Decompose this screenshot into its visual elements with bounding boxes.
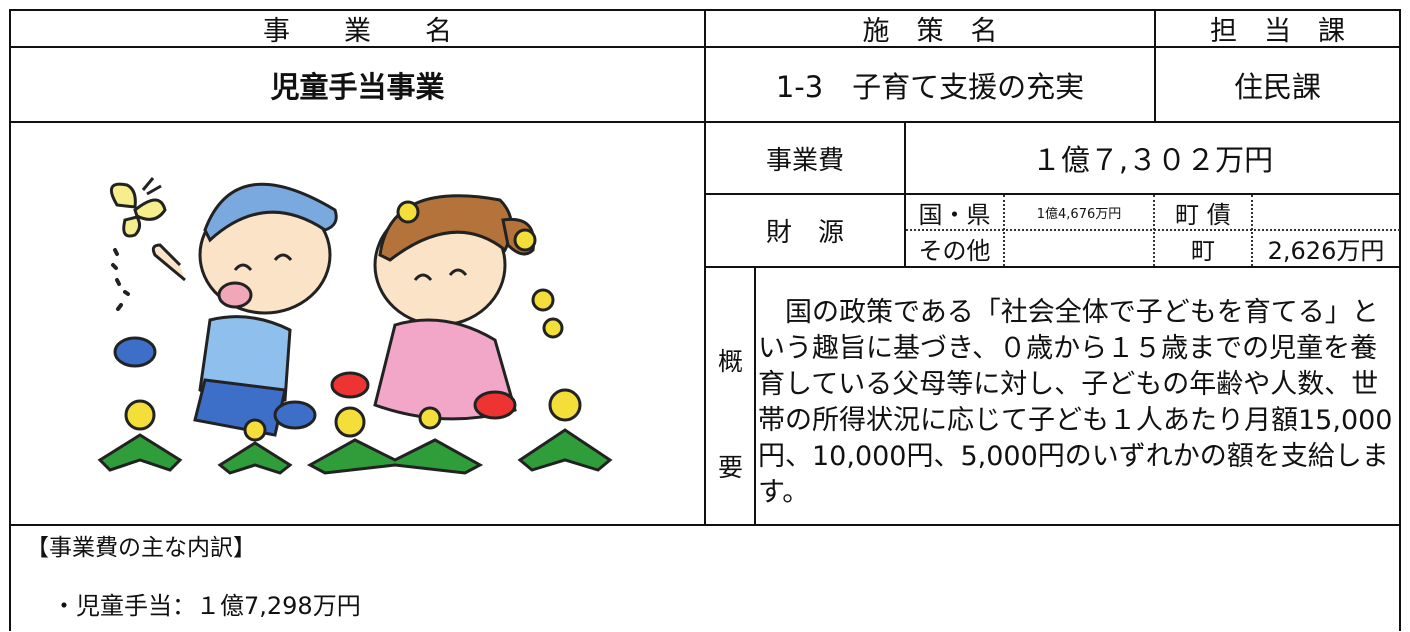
girl-figure bbox=[330, 194, 564, 421]
breakdown-item: ・児童手当：１億7,298万円 bbox=[52, 592, 361, 620]
sonota-value bbox=[1005, 231, 1153, 266]
cho-value: 2,626万円 bbox=[1267, 237, 1385, 265]
shisaku-name: 1-3 子育て支援の充実 bbox=[775, 69, 1085, 104]
cost-label: 事業費 bbox=[765, 145, 844, 176]
col-divider-main bbox=[704, 9, 706, 526]
col-divider-gaiyo bbox=[754, 266, 756, 526]
col-divider-cost bbox=[904, 121, 906, 268]
zaigen-dots-3 bbox=[1251, 195, 1253, 266]
chosai-value bbox=[1253, 196, 1399, 229]
children-illustration bbox=[95, 160, 625, 490]
flowers-row bbox=[97, 388, 613, 475]
rule-cost bbox=[704, 193, 1401, 195]
kuni-ken-value: 1億4,676万円 bbox=[1036, 207, 1122, 222]
header-tanto-label: 担 当 課 bbox=[1210, 16, 1345, 47]
col-divider-tanto bbox=[1154, 9, 1156, 123]
gaiyo-label-bottom: 要 bbox=[718, 453, 744, 482]
kuni-ken-label: 国・県 bbox=[918, 201, 991, 229]
header-shisaku-label: 施 策 名 bbox=[862, 16, 998, 47]
zaigen-dots-2 bbox=[1153, 195, 1155, 266]
breakdown-title: 【事業費の主な内訳】 bbox=[26, 535, 256, 561]
border-left bbox=[9, 9, 11, 631]
cost-value: １億７,３０２万円 bbox=[1031, 143, 1274, 177]
jigyo-name: 児童手当事業 bbox=[270, 69, 445, 104]
butterfly-icon bbox=[109, 177, 167, 311]
boy-figure bbox=[113, 182, 338, 437]
zaigen-label: 財 源 bbox=[765, 218, 844, 248]
sonota-label: その他 bbox=[918, 237, 991, 265]
rule-zaigen bbox=[704, 266, 1401, 268]
gaiyo-label-top: 概 bbox=[718, 347, 744, 376]
cho-label: 町 bbox=[1191, 237, 1215, 265]
tanto-ka: 住民課 bbox=[1233, 69, 1321, 104]
gaiyo-text: 国の政策である「社会全体で子どもを育てる」という趣旨に基づき、０歳から１５歳まで… bbox=[758, 297, 1393, 508]
header-jigyo-label: 事 業 名 bbox=[263, 16, 452, 47]
border-right bbox=[1399, 9, 1401, 631]
chosai-label: 町 債 bbox=[1175, 201, 1231, 229]
zaigen-dots-1 bbox=[1003, 195, 1005, 266]
